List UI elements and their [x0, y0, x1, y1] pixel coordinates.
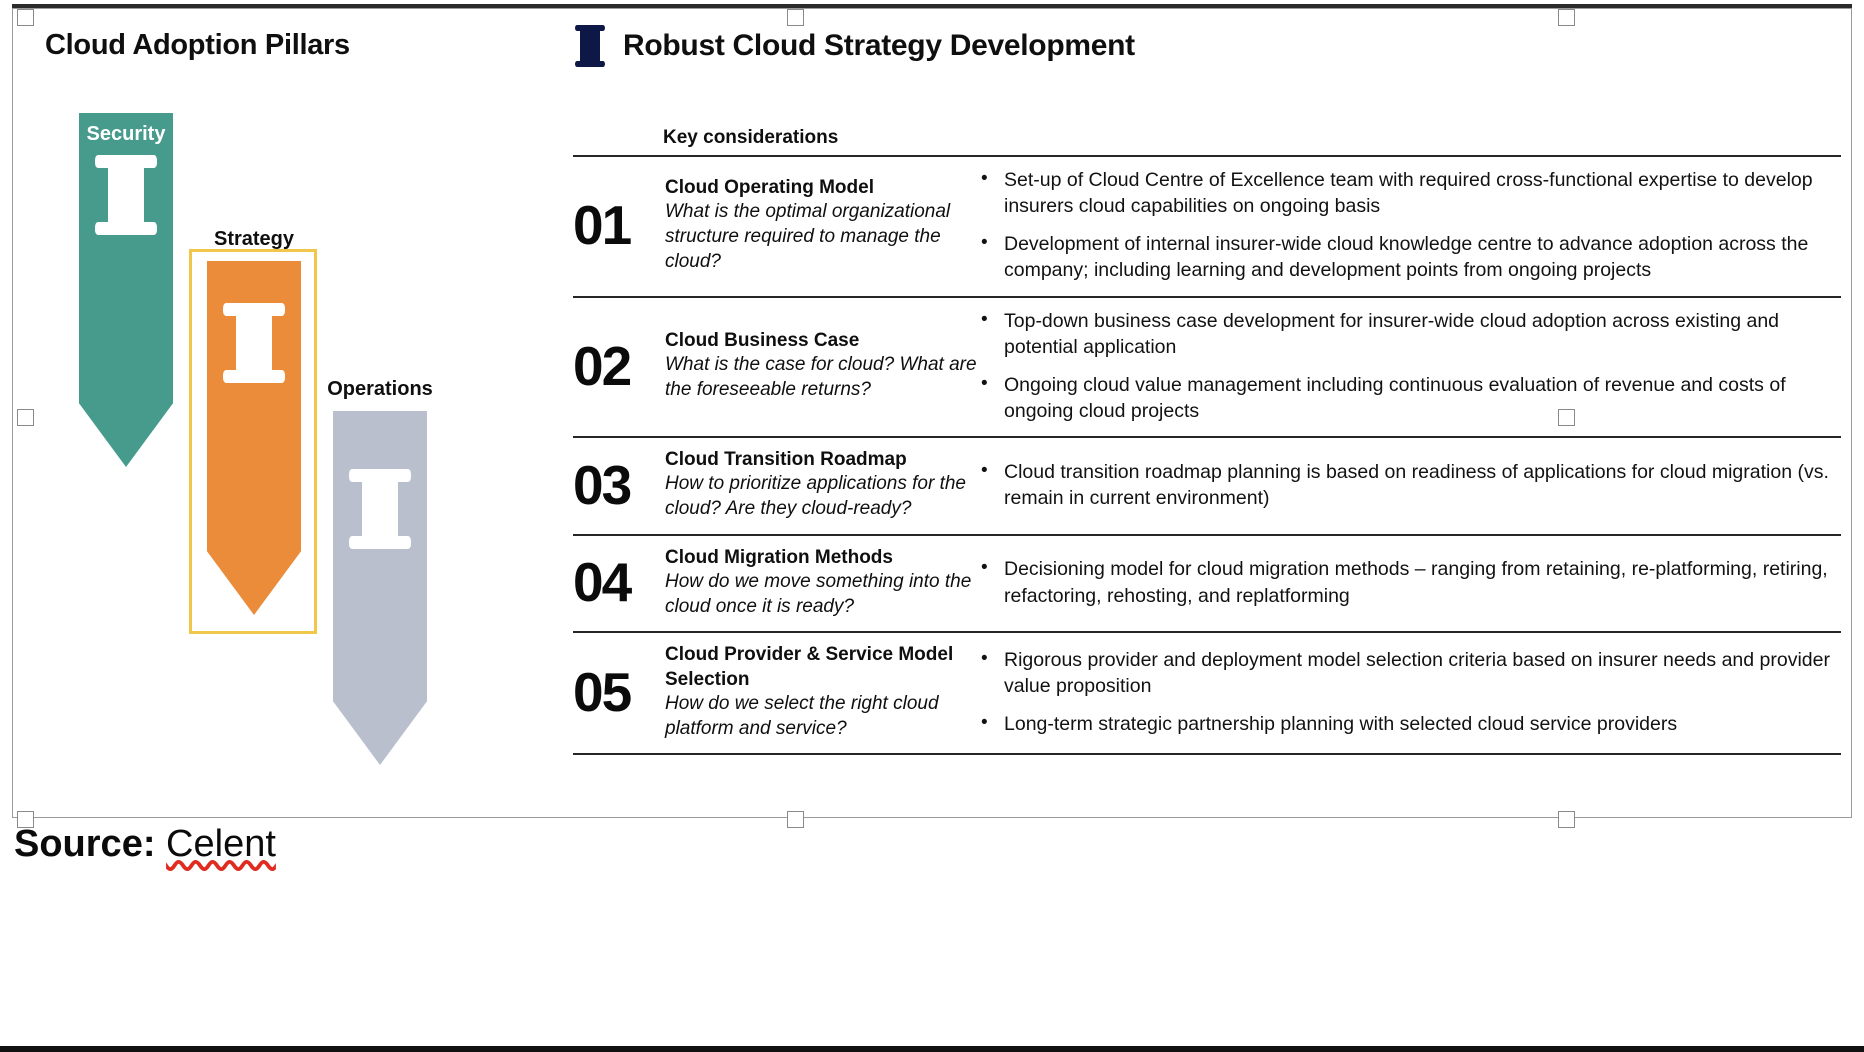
resize-handle-bottom-right[interactable]: [1558, 811, 1575, 828]
bullet-list: Rigorous provider and deployment model s…: [977, 646, 1841, 737]
row-topic-cell: Cloud Business Case What is the case for…: [665, 295, 977, 437]
pillar-column-icon: [575, 25, 605, 67]
page-title: Cloud Adoption Pillars: [45, 29, 350, 61]
row-topic-cell: Cloud Operating Model What is the optima…: [665, 155, 977, 297]
pillar-security[interactable]: Security: [79, 113, 173, 467]
table-row[interactable]: 04 Cloud Migration Methods How do we mov…: [573, 533, 1841, 633]
bullet-list: Set-up of Cloud Centre of Excellence tea…: [977, 166, 1841, 284]
row-topic-question: How do we select the right cloud platfor…: [665, 693, 939, 739]
list-item: Long-term strategic partnership planning…: [977, 710, 1841, 737]
row-topic-title: Cloud Operating Model: [665, 177, 874, 199]
bullet-list: Top-down business case development for i…: [977, 306, 1841, 425]
table-row[interactable]: 02 Cloud Business Case What is the case …: [573, 295, 1841, 437]
resize-handle-bottom-center[interactable]: [787, 811, 804, 828]
row-number: 05: [573, 661, 632, 724]
resize-handle-middle-right[interactable]: [1558, 409, 1575, 426]
bullet-list: Decisioning model for cloud migration me…: [977, 555, 1841, 608]
row-number: 04: [573, 551, 632, 614]
row-topic-cell: Cloud Migration Methods How do we move s…: [665, 533, 977, 633]
list-item: Set-up of Cloud Centre of Excellence tea…: [977, 166, 1841, 219]
row-number-cell: 02: [573, 295, 665, 437]
source-value[interactable]: Celent: [166, 823, 276, 865]
list-item: Ongoing cloud value management including…: [977, 371, 1841, 424]
row-number-cell: 04: [573, 533, 665, 633]
row-bullets-cell: Cloud transition roadmap planning is bas…: [977, 436, 1841, 535]
table-row[interactable]: 01 Cloud Operating Model What is the opt…: [573, 155, 1841, 297]
resize-handle-middle-left[interactable]: [17, 409, 34, 426]
bullet-list: Cloud transition roadmap planning is bas…: [977, 458, 1841, 511]
pillar-security-label: Security: [86, 123, 166, 145]
pillar-column-icon: [349, 469, 411, 549]
source-line: Source: Celent: [14, 823, 276, 866]
list-item: Top-down business case development for i…: [977, 306, 1841, 360]
list-item: Cloud transition roadmap planning is bas…: [977, 458, 1841, 511]
row-topic-title: Cloud Migration Methods: [665, 546, 893, 568]
row-topic-cell: Cloud Provider & Service Model Selection…: [665, 631, 977, 756]
considerations-table: 01 Cloud Operating Model What is the opt…: [573, 155, 1841, 756]
list-item: Rigorous provider and deployment model s…: [977, 646, 1841, 699]
table-row[interactable]: 03 Cloud Transition Roadmap How to prior…: [573, 436, 1841, 535]
pillar-strategy[interactable]: Strategy: [207, 229, 301, 615]
key-considerations-header: Key considerations: [663, 127, 839, 148]
slide-selection-frame[interactable]: Cloud Adoption Pillars Security Strategy: [12, 4, 1853, 828]
row-topic-title: Cloud Transition Roadmap: [665, 449, 907, 470]
pillar-operations-shape: [333, 411, 427, 765]
right-panel-title: Robust Cloud Strategy Development: [623, 29, 1135, 62]
pillar-operations[interactable]: Operations: [327, 379, 433, 765]
row-bullets-cell: Set-up of Cloud Centre of Excellence tea…: [977, 155, 1841, 297]
row-number-cell: 01: [573, 155, 665, 297]
table-row[interactable]: 05 Cloud Provider & Service Model Select…: [573, 631, 1841, 756]
pillar-column-icon: [223, 303, 285, 383]
row-topic-question: How do we move something into the cloud …: [665, 571, 972, 617]
row-topic-cell: Cloud Transition Roadmap How to prioriti…: [665, 436, 977, 535]
pillar-strategy-label: Strategy: [213, 228, 295, 250]
source-label: Source:: [14, 823, 156, 865]
row-bullets-cell: Decisioning model for cloud migration me…: [977, 533, 1841, 633]
pillar-column-icon: [95, 155, 157, 235]
row-topic-question: What is the optimal organizational struc…: [665, 201, 951, 272]
row-topic-question: How to prioritize applications for the c…: [665, 473, 966, 519]
resize-handle-top-right[interactable]: [1558, 9, 1575, 26]
row-topic-title: Cloud Business Case: [665, 329, 860, 351]
list-item: Decisioning model for cloud migration me…: [977, 555, 1841, 608]
row-number-cell: 05: [573, 631, 665, 756]
cloud-adoption-pillars-panel: Cloud Adoption Pillars Security Strategy: [13, 9, 561, 819]
row-number: 03: [573, 453, 632, 516]
row-number: 02: [573, 334, 632, 397]
bottom-divider: [0, 1046, 1864, 1052]
robust-cloud-strategy-panel: Robust Cloud Strategy Development Key co…: [561, 9, 1853, 819]
row-bullets-cell: Rigorous provider and deployment model s…: [977, 631, 1841, 756]
resize-handle-bottom-left[interactable]: [17, 811, 34, 828]
resize-handle-top-center[interactable]: [787, 9, 804, 26]
row-number-cell: 03: [573, 436, 665, 535]
row-number: 01: [573, 194, 632, 257]
row-topic-title: Cloud Provider & Service Model Selection: [665, 644, 954, 690]
resize-handle-top-left[interactable]: [17, 9, 34, 26]
row-topic-question: What is the case for cloud? What are the…: [665, 354, 977, 400]
right-panel-header: Robust Cloud Strategy Development: [575, 25, 1135, 67]
pillar-operations-label: Operations: [327, 378, 433, 400]
row-bullets-cell: Top-down business case development for i…: [977, 295, 1841, 437]
list-item: Development of internal insurer-wide clo…: [977, 230, 1841, 283]
